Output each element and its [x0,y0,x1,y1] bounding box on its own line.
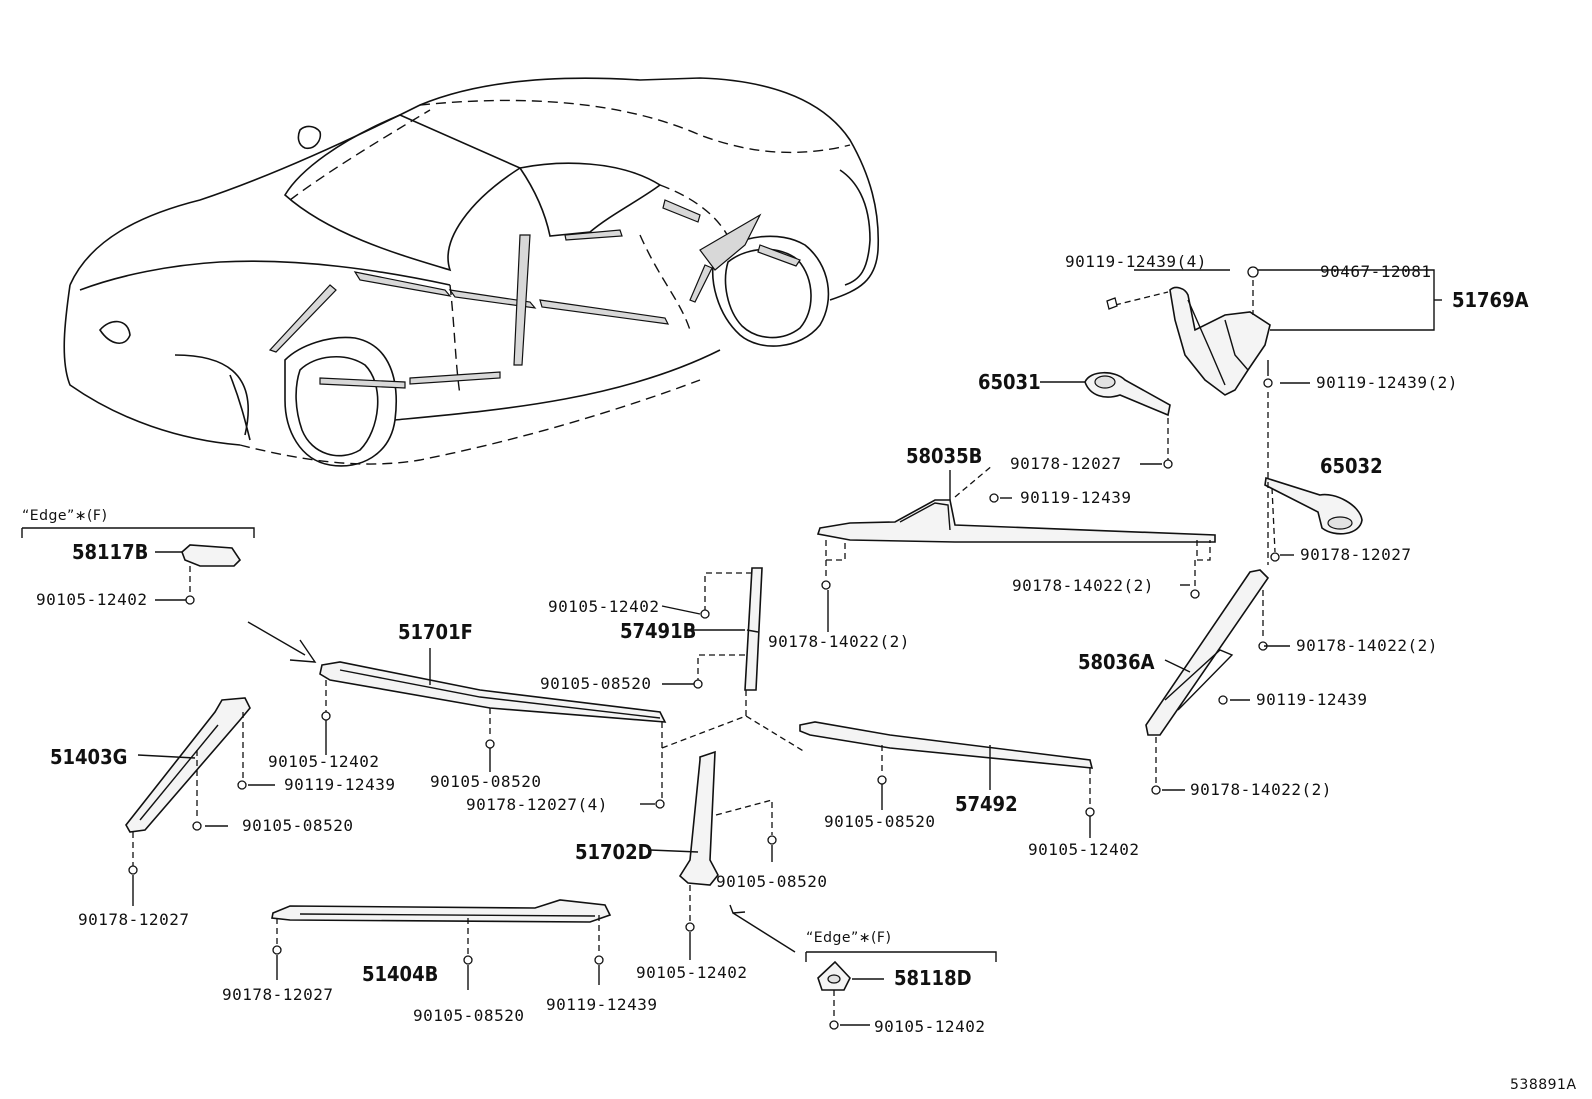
label-90119-12439-4: 90119-12439(4) [1065,252,1207,271]
label-57492: 57492 [955,792,1018,816]
part-58035B-shape [816,464,1216,632]
part-51769A-shape [1106,266,1442,396]
label-90178-12027-a: 90178-12027 [1010,454,1122,473]
label-90467-12081: 90467-12081 [1320,262,1432,281]
label-90105-12402-b: 90105-12402 [548,597,660,616]
label-51702D: 51702D [575,840,653,864]
part-57492-shape [799,721,1095,817]
label-90178-14022-2-c: 90178-14022(2) [1296,636,1438,655]
label-90119-12439-d: 90119-12439 [546,995,658,1014]
part-65032-shape [1264,476,1363,562]
label-90105-08520-f: 90105-08520 [413,1006,525,1025]
label-51701F: 51701F [398,620,473,644]
label-57491B: 57491B [620,619,697,643]
label-58117B: 58117B [72,540,149,564]
label-90105-12402-f: 90105-12402 [874,1017,986,1036]
label-90105-08520-d: 90105-08520 [824,812,936,831]
label-65031: 65031 [978,370,1041,394]
label-90119-12439-b: 90119-12439 [1256,690,1368,709]
label-65032: 65032 [1320,454,1383,478]
label-90105-12402-d: 90105-12402 [1028,840,1140,859]
car-illustration [63,77,880,467]
label-90178-12027-4: 90178-12027(4) [466,795,608,814]
part-58117B-shape [21,527,255,605]
label-90105-08520-e: 90105-08520 [716,872,828,891]
part-58118D-shape [805,951,997,1030]
label-90178-12027-d: 90178-12027 [222,985,334,1004]
label-90119-12439-c: 90119-12439 [284,775,396,794]
label-edge-f-2: “Edge”∗(F) [806,930,892,946]
part-58036A-shape [1145,392,1270,795]
label-90119-12439-2: 90119-12439(2) [1316,373,1458,392]
label-90105-08520-a: 90105-08520 [540,674,652,693]
label-90105-12402-c: 90105-12402 [268,752,380,771]
part-51403G-shape [125,697,251,875]
label-90119-12439-a: 90119-12439 [1020,488,1132,507]
leader-lines [132,269,1310,1026]
label-edge-f-1: “Edge”∗(F) [22,508,108,524]
label-51403G: 51403G [50,745,128,769]
label-90178-14022-2-b: 90178-14022(2) [768,632,910,651]
label-90105-12402-e: 90105-12402 [636,963,748,982]
label-90178-12027-c: 90178-12027 [78,910,190,929]
label-90105-08520-b: 90105-08520 [430,772,542,791]
label-51404B: 51404B [362,962,439,986]
part-51702D-shape [678,750,796,953]
label-90178-14022-2-d: 90178-14022(2) [1190,780,1332,799]
label-51769A: 51769A [1452,288,1529,312]
label-90178-12027-b: 90178-12027 [1300,545,1412,564]
figure-id: 538891A [1510,1077,1577,1093]
label-58035B: 58035B [906,444,983,468]
label-90105-12402-a: 90105-12402 [36,590,148,609]
label-90105-08520-c: 90105-08520 [242,816,354,835]
part-51701F-shape [247,621,667,809]
label-58036A: 58036A [1078,650,1155,674]
part-51404B-shape [271,899,612,965]
label-90178-14022-2-a: 90178-14022(2) [1012,576,1154,595]
part-65031-shape [1084,371,1173,469]
label-58118D: 58118D [894,966,972,990]
part-57491B-shape [661,567,806,753]
